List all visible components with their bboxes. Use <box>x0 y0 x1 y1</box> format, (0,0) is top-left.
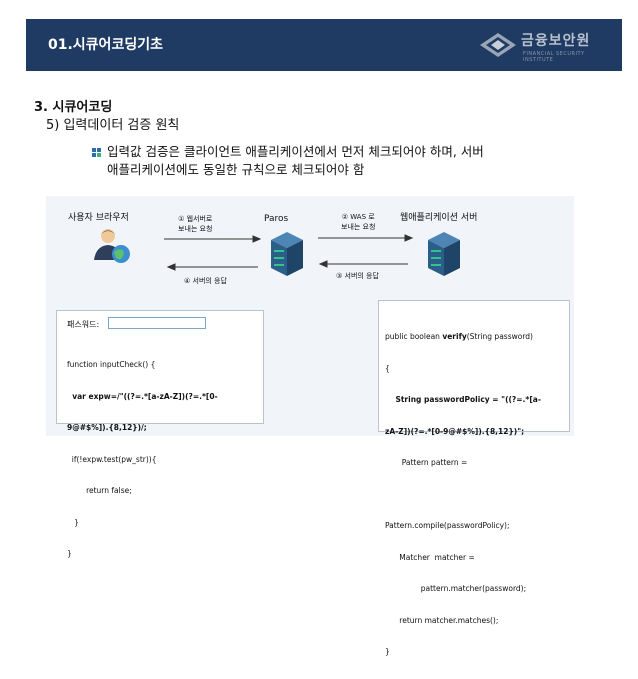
client-code: function inputCheck() { var expw=/"((?=.… <box>67 360 218 558</box>
bullet-line-2: 애플리케이션에도 동일한 규칙으로 체크되어야 함 <box>107 162 365 177</box>
header-title: 01.시큐어코딩기초 <box>48 37 163 53</box>
step4-label: ④ 서버의 응답 <box>184 277 227 285</box>
header-bar: 01.시큐어코딩기초 금융보안원 FINANCIAL SECURITY INST… <box>26 19 622 71</box>
arrow-step1 <box>164 235 262 243</box>
logo: 금융보안원 FINANCIAL SECURITY INSTITUTE <box>476 27 616 63</box>
webapp-server-icon <box>428 232 460 276</box>
arrow-step4 <box>166 263 258 271</box>
arrow-step3 <box>318 260 408 268</box>
server-label: 웹애플리케이션 서버 <box>400 213 478 223</box>
password-input[interactable] <box>108 317 206 329</box>
paros-server-icon <box>271 232 303 276</box>
server-code: public boolean verify(String password) {… <box>385 332 541 656</box>
step1-label: ① 웹서버로 보내는 요청 <box>178 215 213 233</box>
bullet-line-1: 입력값 검증은 클라이언트 애플리케이션에서 먼저 체크되어야 하며, 서버 <box>107 144 484 159</box>
bullet-square-icon <box>92 148 101 157</box>
logo-icon <box>480 33 516 57</box>
flow-diagram: 사용자 브라우저 Paros 웹애플리케이션 서버 ① 웹서버로 보내는 요청 … <box>46 196 574 656</box>
client-code-box: 패스워드: function inputCheck() { var expw=/… <box>56 310 264 558</box>
step2-label: ② WAS 로 보내는 요청 <box>341 213 376 231</box>
logo-name: 금융보안원 <box>521 33 591 49</box>
arrow-step2 <box>318 234 414 242</box>
paros-label: Paros <box>264 214 289 224</box>
section-subtitle: 5) 입력데이터 검증 원칙 <box>46 118 180 133</box>
step3-label: ③ 서버의 응답 <box>336 272 379 280</box>
bullet-text: 입력값 검증은 클라이언트 애플리케이션에서 먼저 체크되어야 하며, 서버 애… <box>107 143 607 179</box>
browser-label: 사용자 브라우저 <box>68 213 129 223</box>
password-label: 패스워드: <box>67 320 100 329</box>
arrows <box>164 234 414 271</box>
server-code-box: public boolean verify(String password) {… <box>378 300 570 656</box>
user-globe-icon <box>94 229 130 263</box>
logo-subtitle: FINANCIAL SECURITY INSTITUTE <box>523 51 585 63</box>
section-title: 3. 시큐어코딩 <box>34 100 113 115</box>
